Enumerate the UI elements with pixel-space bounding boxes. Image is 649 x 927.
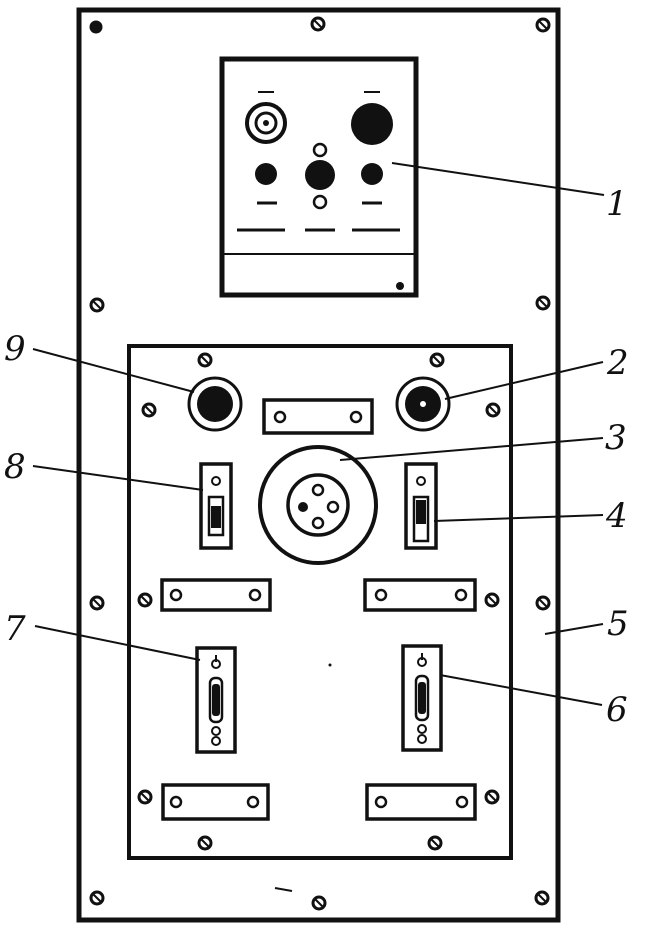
callout-numbers: 1 2 3 4 5 6 7 8 9 — [4, 184, 629, 730]
callout-2: 2 — [606, 343, 629, 383]
screw — [137, 592, 153, 608]
instrument-knob-right — [351, 91, 393, 145]
leader-line-2 — [444, 361, 604, 400]
terminal-strip — [161, 783, 270, 821]
callout-7: 7 — [4, 609, 26, 649]
screw — [89, 890, 105, 906]
screw — [484, 789, 500, 805]
screw — [197, 352, 213, 368]
leader-line-9 — [32, 348, 195, 393]
screw — [311, 895, 327, 911]
instrument-panel — [219, 56, 419, 298]
mark — [328, 663, 332, 667]
screw — [310, 16, 326, 32]
callout-9: 9 — [4, 329, 26, 369]
leader-line-1 — [391, 162, 605, 196]
leader-line-6 — [439, 674, 603, 706]
leader-line-7 — [34, 625, 201, 661]
instrument-button-right — [361, 163, 383, 205]
callout-5: 5 — [607, 604, 629, 644]
switch-left — [199, 462, 233, 550]
screw — [89, 595, 105, 611]
connector-right — [395, 376, 451, 432]
instrument-socket-left — [245, 91, 287, 144]
leader-line-5 — [544, 623, 604, 635]
screw — [484, 592, 500, 608]
outer-panel — [76, 7, 561, 923]
instrument-button-left — [255, 163, 277, 205]
terminal-strip — [262, 398, 374, 435]
terminal-strip — [160, 578, 272, 612]
screw — [535, 295, 551, 311]
switch-right — [404, 462, 438, 550]
screw — [534, 890, 550, 906]
screw — [89, 20, 103, 34]
callout-1: 1 — [606, 184, 628, 224]
screw — [535, 17, 551, 33]
connector-plate — [127, 344, 513, 860]
callout-8: 8 — [4, 447, 26, 487]
screw — [535, 595, 551, 611]
fuse-holder-right — [401, 644, 443, 752]
screw — [429, 352, 445, 368]
callout-3: 3 — [605, 418, 627, 458]
leader-lines — [32, 162, 605, 706]
connector-left — [187, 376, 243, 432]
screw — [427, 835, 443, 851]
instrument-knob-center — [305, 142, 335, 232]
fuse-holder-left — [195, 646, 237, 754]
outer-panel-screws — [89, 16, 551, 911]
screw — [141, 402, 157, 418]
screw — [89, 297, 105, 313]
leader-line-8 — [32, 465, 204, 491]
central-socket — [258, 445, 378, 565]
screw — [197, 835, 213, 851]
callout-4: 4 — [605, 496, 628, 536]
leader-line-3 — [339, 437, 604, 461]
screw — [137, 789, 153, 805]
terminal-strip — [363, 578, 477, 612]
mark — [274, 887, 293, 892]
leader-line-4 — [433, 514, 604, 522]
plate-screws — [137, 352, 501, 851]
terminal-strip — [365, 783, 477, 821]
callout-6: 6 — [606, 690, 628, 730]
screw — [485, 402, 501, 418]
